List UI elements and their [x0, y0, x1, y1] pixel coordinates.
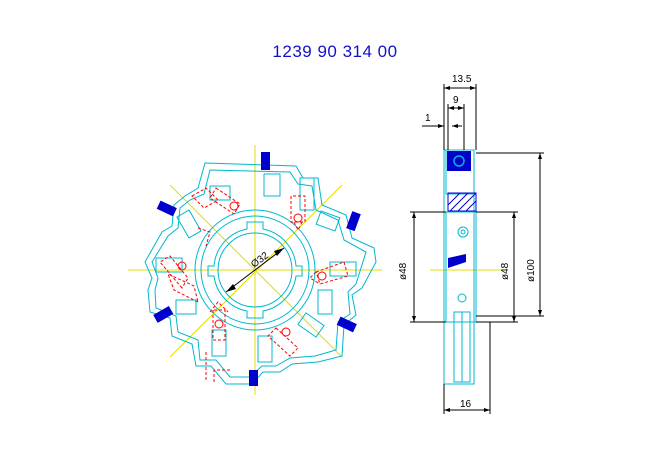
bore-dim-arrow-a: [226, 284, 236, 292]
side-clamp-screw-inner: [460, 229, 466, 235]
insert-4: [249, 370, 258, 386]
bore-dimension-line: [225, 247, 285, 293]
side-lower-hole: [457, 293, 467, 303]
side-insert-screw: [453, 155, 465, 167]
side-dim-arrows: [412, 86, 542, 412]
side-view: 13.5 9 1 ø48 ø48 ø100 16: [398, 74, 544, 414]
insert-1: [261, 152, 270, 170]
insert-6: [156, 200, 177, 217]
side-hatched-section: [447, 192, 477, 212]
pocket-outlines: [155, 173, 357, 363]
bore-dim-arrow-b: [274, 248, 284, 256]
dim-hub-width: 16: [460, 399, 472, 410]
hub-circle-inner: [200, 215, 310, 325]
clamp-screws-hidden: [159, 187, 349, 382]
section-hatching: [447, 192, 477, 212]
side-clamp-screw: [457, 226, 469, 238]
bore-with-keyways: [207, 221, 303, 319]
bore-circle: [217, 232, 293, 308]
dim-width-overall: 13.5: [452, 74, 472, 85]
side-hub: [445, 211, 477, 323]
part-number-title: 1239 90 314 00: [272, 42, 398, 61]
cutter-body-outline: [144, 162, 377, 385]
hidden-holes: [177, 201, 327, 337]
insert-3: [336, 316, 357, 333]
dim-hub-dia-left: ø48: [398, 262, 409, 280]
dim-step: 1: [425, 113, 431, 124]
side-insert-top: [447, 151, 471, 171]
dim-hub-dia-right: ø48: [500, 262, 511, 280]
side-insert-mid: [448, 254, 466, 268]
side-rim-upper: [445, 149, 475, 195]
insert-2: [346, 211, 361, 232]
insert-5: [153, 306, 174, 323]
dim-outer-dia: ø100: [526, 259, 537, 282]
side-dimensions: [410, 84, 544, 414]
dim-insert-offset: 9: [453, 95, 459, 106]
hub-circle: [194, 209, 316, 331]
cutting-inserts: [153, 152, 361, 386]
front-view: Ø32: [128, 145, 382, 395]
